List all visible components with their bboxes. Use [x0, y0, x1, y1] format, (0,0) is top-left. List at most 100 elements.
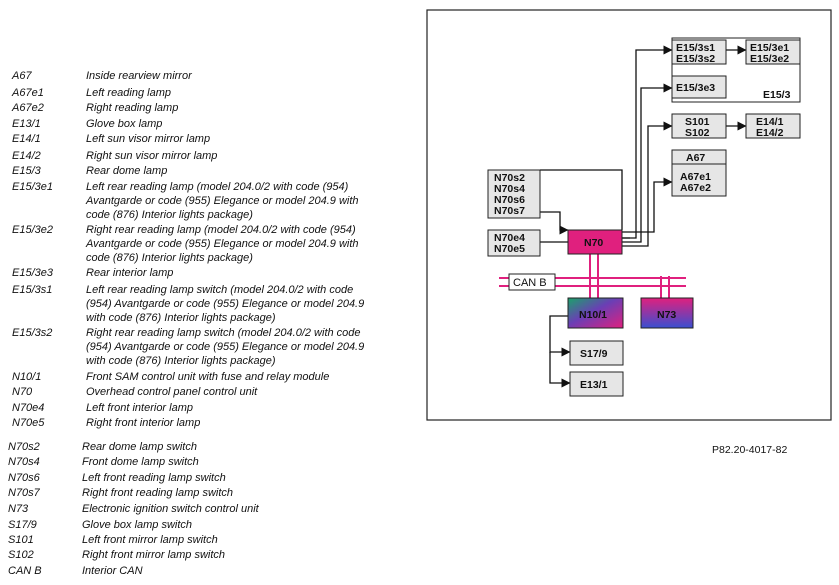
n70s6-label: N70s6: [494, 194, 525, 206]
legend-code: N70s4: [8, 456, 40, 468]
legend-description: Front dome lamp switch: [82, 456, 199, 468]
legend-code: E15/3s1: [12, 284, 53, 296]
e15-3e3-label: E15/3e3: [676, 82, 715, 94]
n70-label: N70: [584, 237, 603, 249]
legend-description: Left front mirror lamp switch: [82, 534, 218, 546]
legend-code: N70s7: [8, 487, 40, 499]
n70s2-label: N70s2: [494, 172, 525, 184]
a67-label: A67: [686, 152, 705, 164]
legend-description: Right front mirror lamp switch: [82, 549, 226, 561]
legend-code: A67e1: [12, 87, 44, 99]
legend-code: E15/3e2: [12, 224, 53, 236]
legend-code: N10/1: [12, 371, 42, 383]
legend-description: Rear dome lamp: [86, 165, 168, 177]
legend-code: A67e2: [12, 102, 44, 114]
e15-3e3-box: [671, 75, 727, 99]
s101-s102-box: [671, 113, 727, 139]
legend-description: Left front reading lamp switch: [82, 472, 226, 484]
e14-2-label: E14/2: [756, 127, 784, 139]
n73-box: [640, 297, 694, 329]
legend-description: Front SAM control unit with fuse and rel…: [86, 371, 330, 383]
e14-1-label: E14/1: [756, 116, 784, 128]
a67e2-label: A67e2: [680, 182, 711, 194]
wire-n70-e15-3e3: [622, 83, 673, 243]
legend-description: Left sun visor mirror lamp: [86, 133, 211, 145]
legend-code: N70e4: [12, 402, 45, 414]
e13-1-box: [569, 371, 624, 397]
e15-3s-box: [671, 39, 727, 65]
e13-1-label: E13/1: [580, 379, 608, 391]
legend-code: E15/3e3: [12, 267, 53, 279]
legend-code: N70s6: [8, 472, 40, 484]
legend-code: S102: [8, 549, 34, 561]
figure-reference: P82.20-4017-82: [712, 444, 788, 456]
n70s-box: [487, 169, 541, 219]
e15-3-group: [671, 37, 801, 103]
legend-description: Inside rearview mirror: [86, 70, 192, 82]
wire-n70-e15-3s: [622, 45, 673, 239]
wire-n70s-n70-b: [540, 211, 569, 235]
wire-n70-a67: [622, 182, 672, 239]
can-b-box: [508, 273, 556, 291]
n70e5-label: N70e5: [494, 243, 525, 255]
legend-description: Left rear reading lamp (model 204.0/2 wi…: [86, 181, 359, 221]
n10-1-label: N10/1: [579, 309, 607, 321]
wire-s17-e13: [549, 352, 571, 388]
legend-description: Rear dome lamp switch: [82, 441, 197, 453]
legend-description: Right front interior lamp: [86, 417, 201, 429]
diagram-frame: [426, 9, 832, 421]
n73-label: N73: [657, 309, 676, 321]
legend-description: Glove box lamp: [86, 118, 163, 130]
legend-code: N70e5: [12, 417, 45, 429]
e15-3e2-label: E15/3e2: [750, 53, 789, 65]
legend-code: E13/1: [12, 118, 41, 130]
n70e4-label: N70e4: [494, 232, 525, 244]
legend-description: Left rear reading lamp switch (model 204…: [86, 284, 365, 324]
n70e-box: [487, 229, 541, 257]
legend-description: Left front interior lamp: [86, 402, 193, 414]
legend-code: E15/3: [12, 165, 41, 177]
s17-9-label: S17/9: [580, 348, 608, 360]
e15-3-label: E15/3: [763, 89, 791, 101]
legend-code: E14/1: [12, 133, 41, 145]
e15-3e1-label: E15/3e1: [750, 42, 789, 54]
legend-description: Right front reading lamp switch: [82, 487, 234, 499]
e15-3s2-label: E15/3s2: [676, 53, 715, 65]
s101-label: S101: [685, 116, 710, 128]
legend-code: CAN B: [8, 565, 42, 577]
legend-code: A67: [12, 70, 32, 82]
legend-description: Right rear reading lamp (model 204.0/2 w…: [86, 224, 359, 264]
n70s4-label: N70s4: [494, 183, 525, 195]
legend-description: Glove box lamp switch: [82, 519, 193, 531]
legend-code: N73: [8, 503, 29, 515]
legend-description: Interior CAN: [82, 565, 143, 577]
n70-box: [567, 229, 623, 255]
wire-n70s-n70: [540, 169, 623, 230]
a67-box: [671, 149, 727, 197]
wiring-lines: [488, 45, 747, 388]
n10-1-box: [567, 297, 624, 329]
can-b-label: CAN B: [513, 277, 547, 289]
legend-code: E15/3e1: [12, 181, 53, 193]
legend-description: Overhead control panel control unit: [86, 386, 258, 398]
e14-box: [745, 113, 801, 139]
legend-description: Left reading lamp: [86, 87, 171, 99]
a67e1-label: A67e1: [680, 171, 711, 183]
legend-description: Right reading lamp: [86, 102, 179, 114]
legend-code: E14/2: [12, 150, 41, 162]
legend-description: Electronic ignition switch control unit: [82, 503, 259, 515]
legend-code: S17/9: [8, 519, 37, 531]
n70s7-label: N70s7: [494, 205, 525, 217]
legend-description: Right rear reading lamp switch (model 20…: [86, 327, 365, 367]
legend-code: N70s2: [8, 441, 40, 453]
e15-3e-box: [745, 39, 801, 65]
s17-9-box: [569, 340, 624, 366]
legend-description: Right sun visor mirror lamp: [86, 150, 218, 162]
e15-3s1-label: E15/3s1: [676, 42, 715, 54]
legend-code: N70: [12, 386, 33, 398]
s102-label: S102: [685, 127, 710, 139]
wire-n70-s101: [622, 121, 673, 247]
legend-code: E15/3s2: [12, 327, 53, 339]
